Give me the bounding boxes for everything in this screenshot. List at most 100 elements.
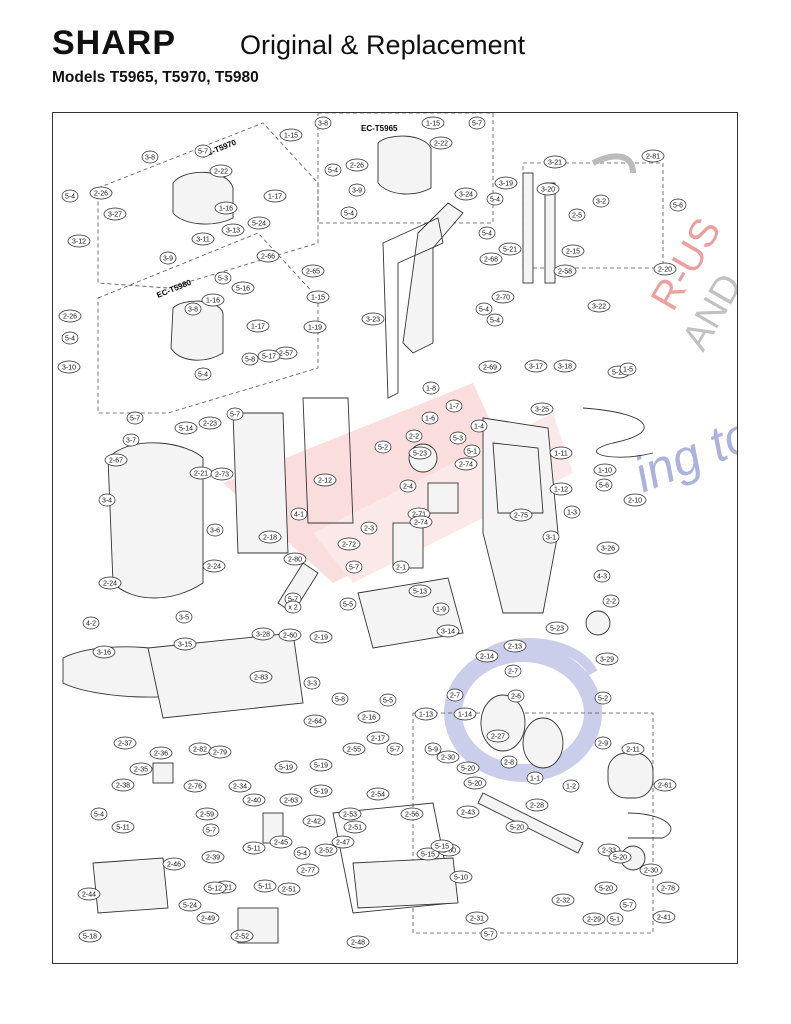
part-number-label: 2-60 xyxy=(283,633,297,640)
callout-bubble xyxy=(303,676,321,690)
callout-bubble xyxy=(392,560,410,574)
callout-bubble xyxy=(198,416,222,430)
callout-bubble xyxy=(337,537,361,551)
callout-bubble xyxy=(595,652,619,666)
part-callout: 2-27 xyxy=(486,729,510,743)
part-callout: 3-28 xyxy=(251,627,275,641)
part-callout: 3-27 xyxy=(103,207,127,221)
part-number-label: 2-6 xyxy=(511,694,521,701)
callout-bubble xyxy=(202,823,220,837)
part-callout: 2-52 xyxy=(230,929,254,943)
part-number-label: 5-4 xyxy=(328,168,338,175)
part-number-label: 3-11 xyxy=(196,237,210,244)
part-callout: 2-79 xyxy=(208,745,232,759)
part-callout: 5-18 xyxy=(78,929,102,943)
part-number-label: 2-49 xyxy=(201,916,215,923)
callout-bubble xyxy=(593,463,617,477)
part-number-label: 2-54 xyxy=(371,792,385,799)
part-number-label: 5-6 xyxy=(673,203,683,210)
callout-bubble xyxy=(454,457,478,471)
callout-bubble xyxy=(405,429,423,443)
callout-bubble xyxy=(343,820,367,834)
part-number-label: 2-41 xyxy=(657,915,671,922)
part-number-label: 5-13 xyxy=(413,589,427,596)
part-callout: 5-11 xyxy=(253,879,277,893)
part-callout: 5-24 xyxy=(247,216,271,230)
callout-bubble xyxy=(454,187,478,201)
callout-bubble xyxy=(445,399,463,413)
part-number-label: 2-57 xyxy=(279,351,293,358)
part-number-label: 1-10 xyxy=(598,468,612,475)
callout-bubble xyxy=(174,421,198,435)
callout-bubble xyxy=(313,473,337,487)
part-callout: 3-24 xyxy=(454,187,478,201)
part-callout: 3-16 xyxy=(92,645,116,659)
part-callout: 2-20 xyxy=(653,262,677,276)
callout-bubble xyxy=(545,621,569,635)
part-callout: 5-4 xyxy=(486,192,504,206)
callout-bubble xyxy=(422,381,440,395)
part-callout: 2-81 xyxy=(641,149,665,163)
part-number-label: 2-53 xyxy=(343,812,357,819)
part-callout: 5-7 xyxy=(194,144,212,158)
part-callout: 5-6 xyxy=(669,198,687,212)
part-number-label: 2-83 xyxy=(254,675,268,682)
part-number-label: 5-7 xyxy=(623,903,633,910)
part-callout: 2-1 xyxy=(392,560,410,574)
part-callout: 2-15 xyxy=(561,244,585,258)
part-number-label: 1-14 xyxy=(458,712,472,719)
part-number-label: 1-19 xyxy=(308,325,322,332)
part-callout: 2-17 xyxy=(366,731,390,745)
callout-bubble xyxy=(194,367,212,381)
callout-bubble xyxy=(366,787,390,801)
part-number-label: 3-12 xyxy=(72,239,86,246)
callout-bubble xyxy=(290,507,308,521)
callout-bubble xyxy=(331,692,349,706)
part-number-label: 3-8 xyxy=(318,121,328,128)
callout-bubble xyxy=(587,299,611,313)
callout-bubble xyxy=(98,493,116,507)
callout-bubble xyxy=(61,331,79,345)
part-number-label: 5-2 xyxy=(378,445,388,452)
part-callout: 5-4 xyxy=(475,302,493,316)
part-callout: 1-11 xyxy=(549,446,573,460)
part-callout: 1-7 xyxy=(445,399,463,413)
part-number-label: 2-45 xyxy=(274,840,288,847)
callout-bubble xyxy=(196,911,220,925)
callout-bubble xyxy=(399,479,417,493)
part-callout: 2-74 xyxy=(454,457,478,471)
part-number-label: 2-55 xyxy=(347,747,361,754)
part-number-label: 3-8 xyxy=(145,155,155,162)
callout-bubble xyxy=(641,149,665,163)
part-callout: 3-21 xyxy=(543,155,567,169)
part-number-label: 3-28 xyxy=(256,632,270,639)
part-number-label: 1-1 xyxy=(530,776,540,783)
callout-bubble xyxy=(226,407,244,421)
part-callout: 5-7 xyxy=(480,927,498,941)
part-callout: 5-16 xyxy=(231,281,255,295)
callout-bubble xyxy=(173,637,197,651)
part-callout: 5-17 xyxy=(257,349,281,363)
callout-bubble xyxy=(621,742,645,756)
part-callout: 2-21 xyxy=(189,466,213,480)
part-callout: 5-11 xyxy=(242,841,266,855)
part-number-label: 2-43 xyxy=(461,810,475,817)
part-callout: 5-5 xyxy=(379,693,397,707)
part-number-label: 2-35 xyxy=(134,767,148,774)
callout-bubble xyxy=(500,755,518,769)
part-number-label: 5-4 xyxy=(479,307,489,314)
callout-bubble xyxy=(284,600,302,614)
part-number-label: 5-23 xyxy=(550,626,564,633)
part-callout: 2-78 xyxy=(656,881,680,895)
part-callout: 5-13 xyxy=(408,584,432,598)
callout-bubble xyxy=(57,360,81,374)
callout-bubble xyxy=(543,155,567,169)
callout-bubble xyxy=(183,779,207,793)
callout-bubble xyxy=(201,850,225,864)
part-number-label: 2-2 xyxy=(606,599,616,606)
part-callout: 3-14 xyxy=(436,624,460,638)
part-callout: 5-15 xyxy=(430,839,454,853)
part-number-label: 2-15 xyxy=(566,249,580,256)
part-number-label: 2-78 xyxy=(661,886,675,893)
callout-bubble xyxy=(505,820,529,834)
